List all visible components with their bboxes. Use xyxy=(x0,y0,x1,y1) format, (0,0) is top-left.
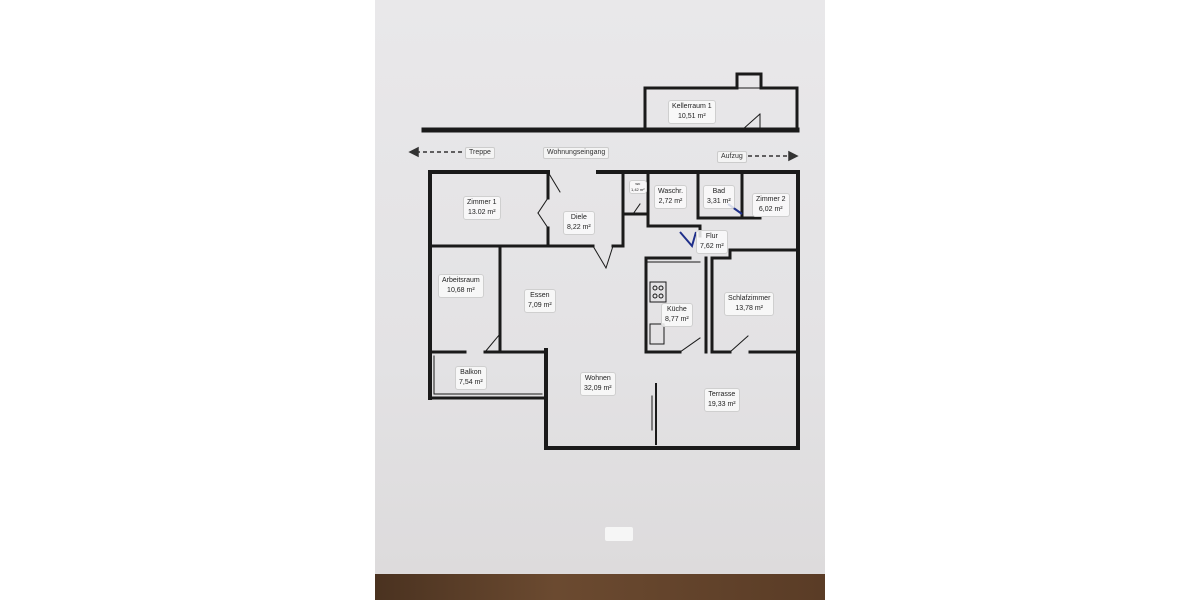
entrance-door xyxy=(547,171,561,193)
room-label-essen: Essen 7,09 m² xyxy=(524,289,556,313)
room-name: Essen xyxy=(530,292,550,299)
table-surface xyxy=(375,574,825,600)
essen-door-arc xyxy=(605,245,614,269)
room-label-arbeitsraum: Arbeitsraum 10,68 m² xyxy=(438,274,484,298)
essen-door xyxy=(592,245,607,269)
room-area: 2,72 m² xyxy=(658,198,683,205)
stove-icon xyxy=(649,281,667,303)
room-label-diele: Diele 8,22 m² xyxy=(563,211,595,235)
room-area: 6,02 m² xyxy=(758,206,783,213)
arrow-left-icon xyxy=(408,146,419,158)
room-area: 32,09 m² xyxy=(584,385,612,392)
room-label-zimmer2: Zimmer 2 6,02 m² xyxy=(752,193,790,217)
room-area: 13,78 m² xyxy=(735,305,764,312)
room-name: wc xyxy=(635,181,641,186)
room-label-balkon: Balkon 7,54 m² xyxy=(455,366,487,390)
kellerraum-wall xyxy=(643,72,799,132)
room-area: 8,77 m² xyxy=(665,316,689,323)
room-area: 10,51 m² xyxy=(678,113,706,120)
room-label-terrasse: Terrasse 19,33 m² xyxy=(704,388,740,412)
entrance-sign: Wohnungseingang xyxy=(543,147,610,159)
room-label-wohnen: Wohnen 32,09 m² xyxy=(580,372,616,396)
room-name: Zimmer 1 xyxy=(467,199,497,206)
room-label-kueche: Küche 8,77 m² xyxy=(661,303,693,327)
zimmer1-door-leaf xyxy=(537,212,549,229)
room-area: 19,33 m² xyxy=(708,401,736,408)
elevator-sign: Aufzug xyxy=(717,151,747,163)
room-name: Wohnen xyxy=(584,375,611,382)
room-area: 13.02 m² xyxy=(467,209,496,216)
kellerraum-door xyxy=(741,113,761,131)
wc-door xyxy=(632,203,641,215)
room-name: Waschr. xyxy=(658,188,684,195)
room-label-flur: Flur 7,62 m² xyxy=(696,230,728,254)
room-area: 8,22 m² xyxy=(567,224,591,231)
room-area: 3,31 m² xyxy=(707,198,731,205)
room-name: Küche xyxy=(666,306,687,313)
room-label-waschr: Waschr. 2,72 m² xyxy=(654,185,688,209)
room-area: 7,54 m² xyxy=(459,379,483,386)
room-name: Bad xyxy=(712,188,726,195)
room-area: 1,42 m² xyxy=(631,187,645,192)
room-name: Zimmer 2 xyxy=(756,196,786,203)
room-label-bad: Bad 3,31 m² xyxy=(703,185,735,209)
room-name: Terrasse xyxy=(708,391,736,398)
room-name: Kellerraum 1 xyxy=(672,103,712,110)
paper-mark xyxy=(605,527,633,541)
zimmer1-door xyxy=(537,197,549,214)
flur-door-accent xyxy=(679,231,697,249)
room-label-schlafzimmer: Schlafzimmer 13,78 m² xyxy=(724,292,775,316)
room-area: 7,62 m² xyxy=(700,243,724,250)
stairs-sign: Treppe xyxy=(465,147,495,159)
room-name: Flur xyxy=(705,233,718,240)
room-name: Arbeitsraum xyxy=(442,277,480,284)
schlafzimmer-door xyxy=(729,335,749,353)
room-area: 10,68 m² xyxy=(447,287,475,294)
room-label-kellerraum: Kellerraum 1 10,51 m² xyxy=(668,100,716,124)
room-label-zimmer1: Zimmer 1 13.02 m² xyxy=(463,196,501,220)
sink-icon xyxy=(649,323,665,345)
room-area: 7,09 m² xyxy=(528,302,552,309)
arbeitsraum-door xyxy=(484,333,501,353)
room-name: Schlafzimmer xyxy=(728,295,771,302)
room-label-wc: wc 1,42 m² xyxy=(629,180,647,194)
room-name: Balkon xyxy=(460,369,482,376)
kueche-door xyxy=(679,337,701,353)
stove-burner-icon xyxy=(652,293,658,299)
room-name: Diele xyxy=(570,214,587,221)
stove-burner-icon xyxy=(658,285,664,291)
stove-burner-icon xyxy=(652,285,658,291)
arrow-right-icon xyxy=(788,150,799,162)
stove-burner-icon xyxy=(658,293,664,299)
